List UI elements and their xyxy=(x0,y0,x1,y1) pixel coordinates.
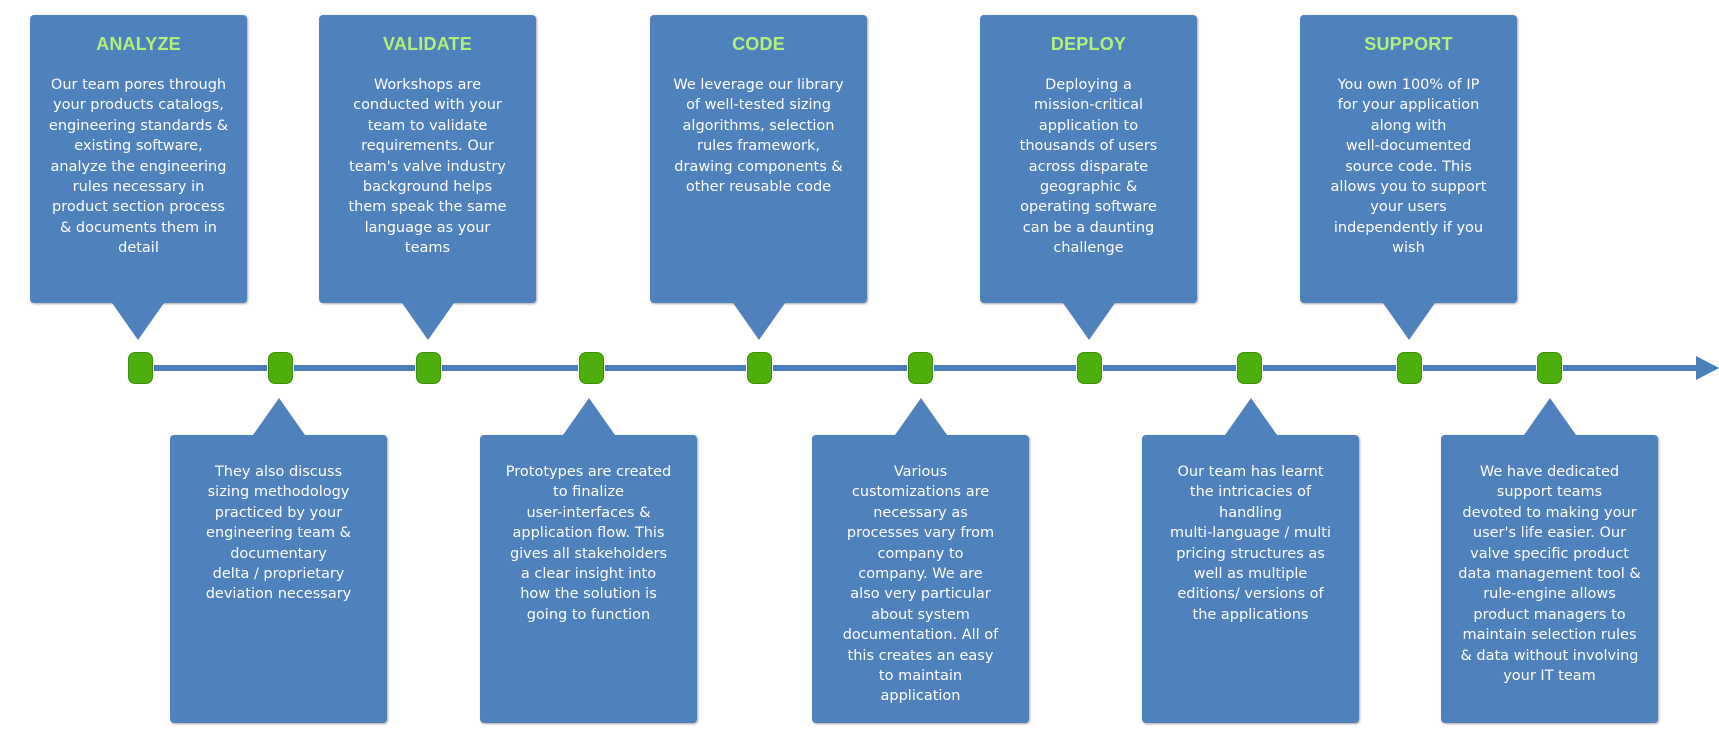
step-description: Our team has learnt the intricacies of h… xyxy=(1170,464,1331,623)
timeline-node-1 xyxy=(127,351,154,385)
timeline-node-3 xyxy=(415,351,442,385)
step-analyze-detail-box: They also discuss sizing methodology pra… xyxy=(170,398,387,723)
callout-pointer xyxy=(1523,398,1576,435)
timeline-node-8 xyxy=(1236,351,1263,385)
step-title: SUPPORT xyxy=(1364,34,1453,54)
step-validate-detail-box: Prototypes are created to finalize user-… xyxy=(480,398,697,723)
step-description: We have dedicated support teams devoted … xyxy=(1458,464,1641,685)
step-description: Our team pores through your products cat… xyxy=(48,77,229,257)
callout-pointer xyxy=(401,303,454,340)
step-code-box: CODE We leverage our library of well-tes… xyxy=(650,15,867,340)
step-description: They also discuss sizing methodology pra… xyxy=(205,464,352,603)
callout-pointer xyxy=(1062,303,1115,340)
timeline-node-6 xyxy=(907,351,934,385)
step-description: Workshops are conducted with your team t… xyxy=(348,77,507,257)
timeline-node-7 xyxy=(1076,351,1103,385)
callout-pointer xyxy=(252,398,305,435)
step-description: Prototypes are created to finalize user-… xyxy=(505,464,672,623)
step-description: Deploying a mission-critical application… xyxy=(1019,77,1158,257)
callout-pointer xyxy=(732,303,785,340)
step-deploy-box: DEPLOY Deploying a mission-critical appl… xyxy=(980,15,1197,340)
step-title: ANALYZE xyxy=(96,34,181,54)
step-validate-box: VALIDATE Workshops are conducted with yo… xyxy=(319,15,536,340)
callout-pointer xyxy=(894,398,947,435)
callout-pointer xyxy=(562,398,615,435)
timeline-node-5 xyxy=(746,351,773,385)
step-title: VALIDATE xyxy=(383,34,472,54)
timeline-node-2 xyxy=(267,351,294,385)
step-title: DEPLOY xyxy=(1050,34,1127,54)
step-title: CODE xyxy=(732,34,785,54)
step-support-detail-box: We have dedicated support teams devoted … xyxy=(1441,398,1658,723)
callout-pointer xyxy=(1224,398,1277,435)
callout-pointer xyxy=(1382,303,1435,340)
step-code-detail-box: Various customizations are necessary as … xyxy=(812,398,1029,723)
step-deploy-detail-box: Our team has learnt the intricacies of h… xyxy=(1142,398,1359,723)
step-analyze-box: ANALYZE Our team pores through your prod… xyxy=(30,15,247,340)
timeline-arrowhead xyxy=(1696,356,1719,380)
step-description: We leverage our library of well-tested s… xyxy=(673,77,844,196)
callout-pointer xyxy=(111,303,164,340)
timeline-node-9 xyxy=(1396,351,1423,385)
timeline-node-4 xyxy=(578,351,605,385)
timeline-node-10 xyxy=(1536,351,1563,385)
step-description: You own 100% of IP for your application … xyxy=(1330,77,1487,257)
step-support-box: SUPPORT You own 100% of IP for your appl… xyxy=(1300,15,1517,340)
step-description: Various customizations are necessary as … xyxy=(842,464,999,705)
